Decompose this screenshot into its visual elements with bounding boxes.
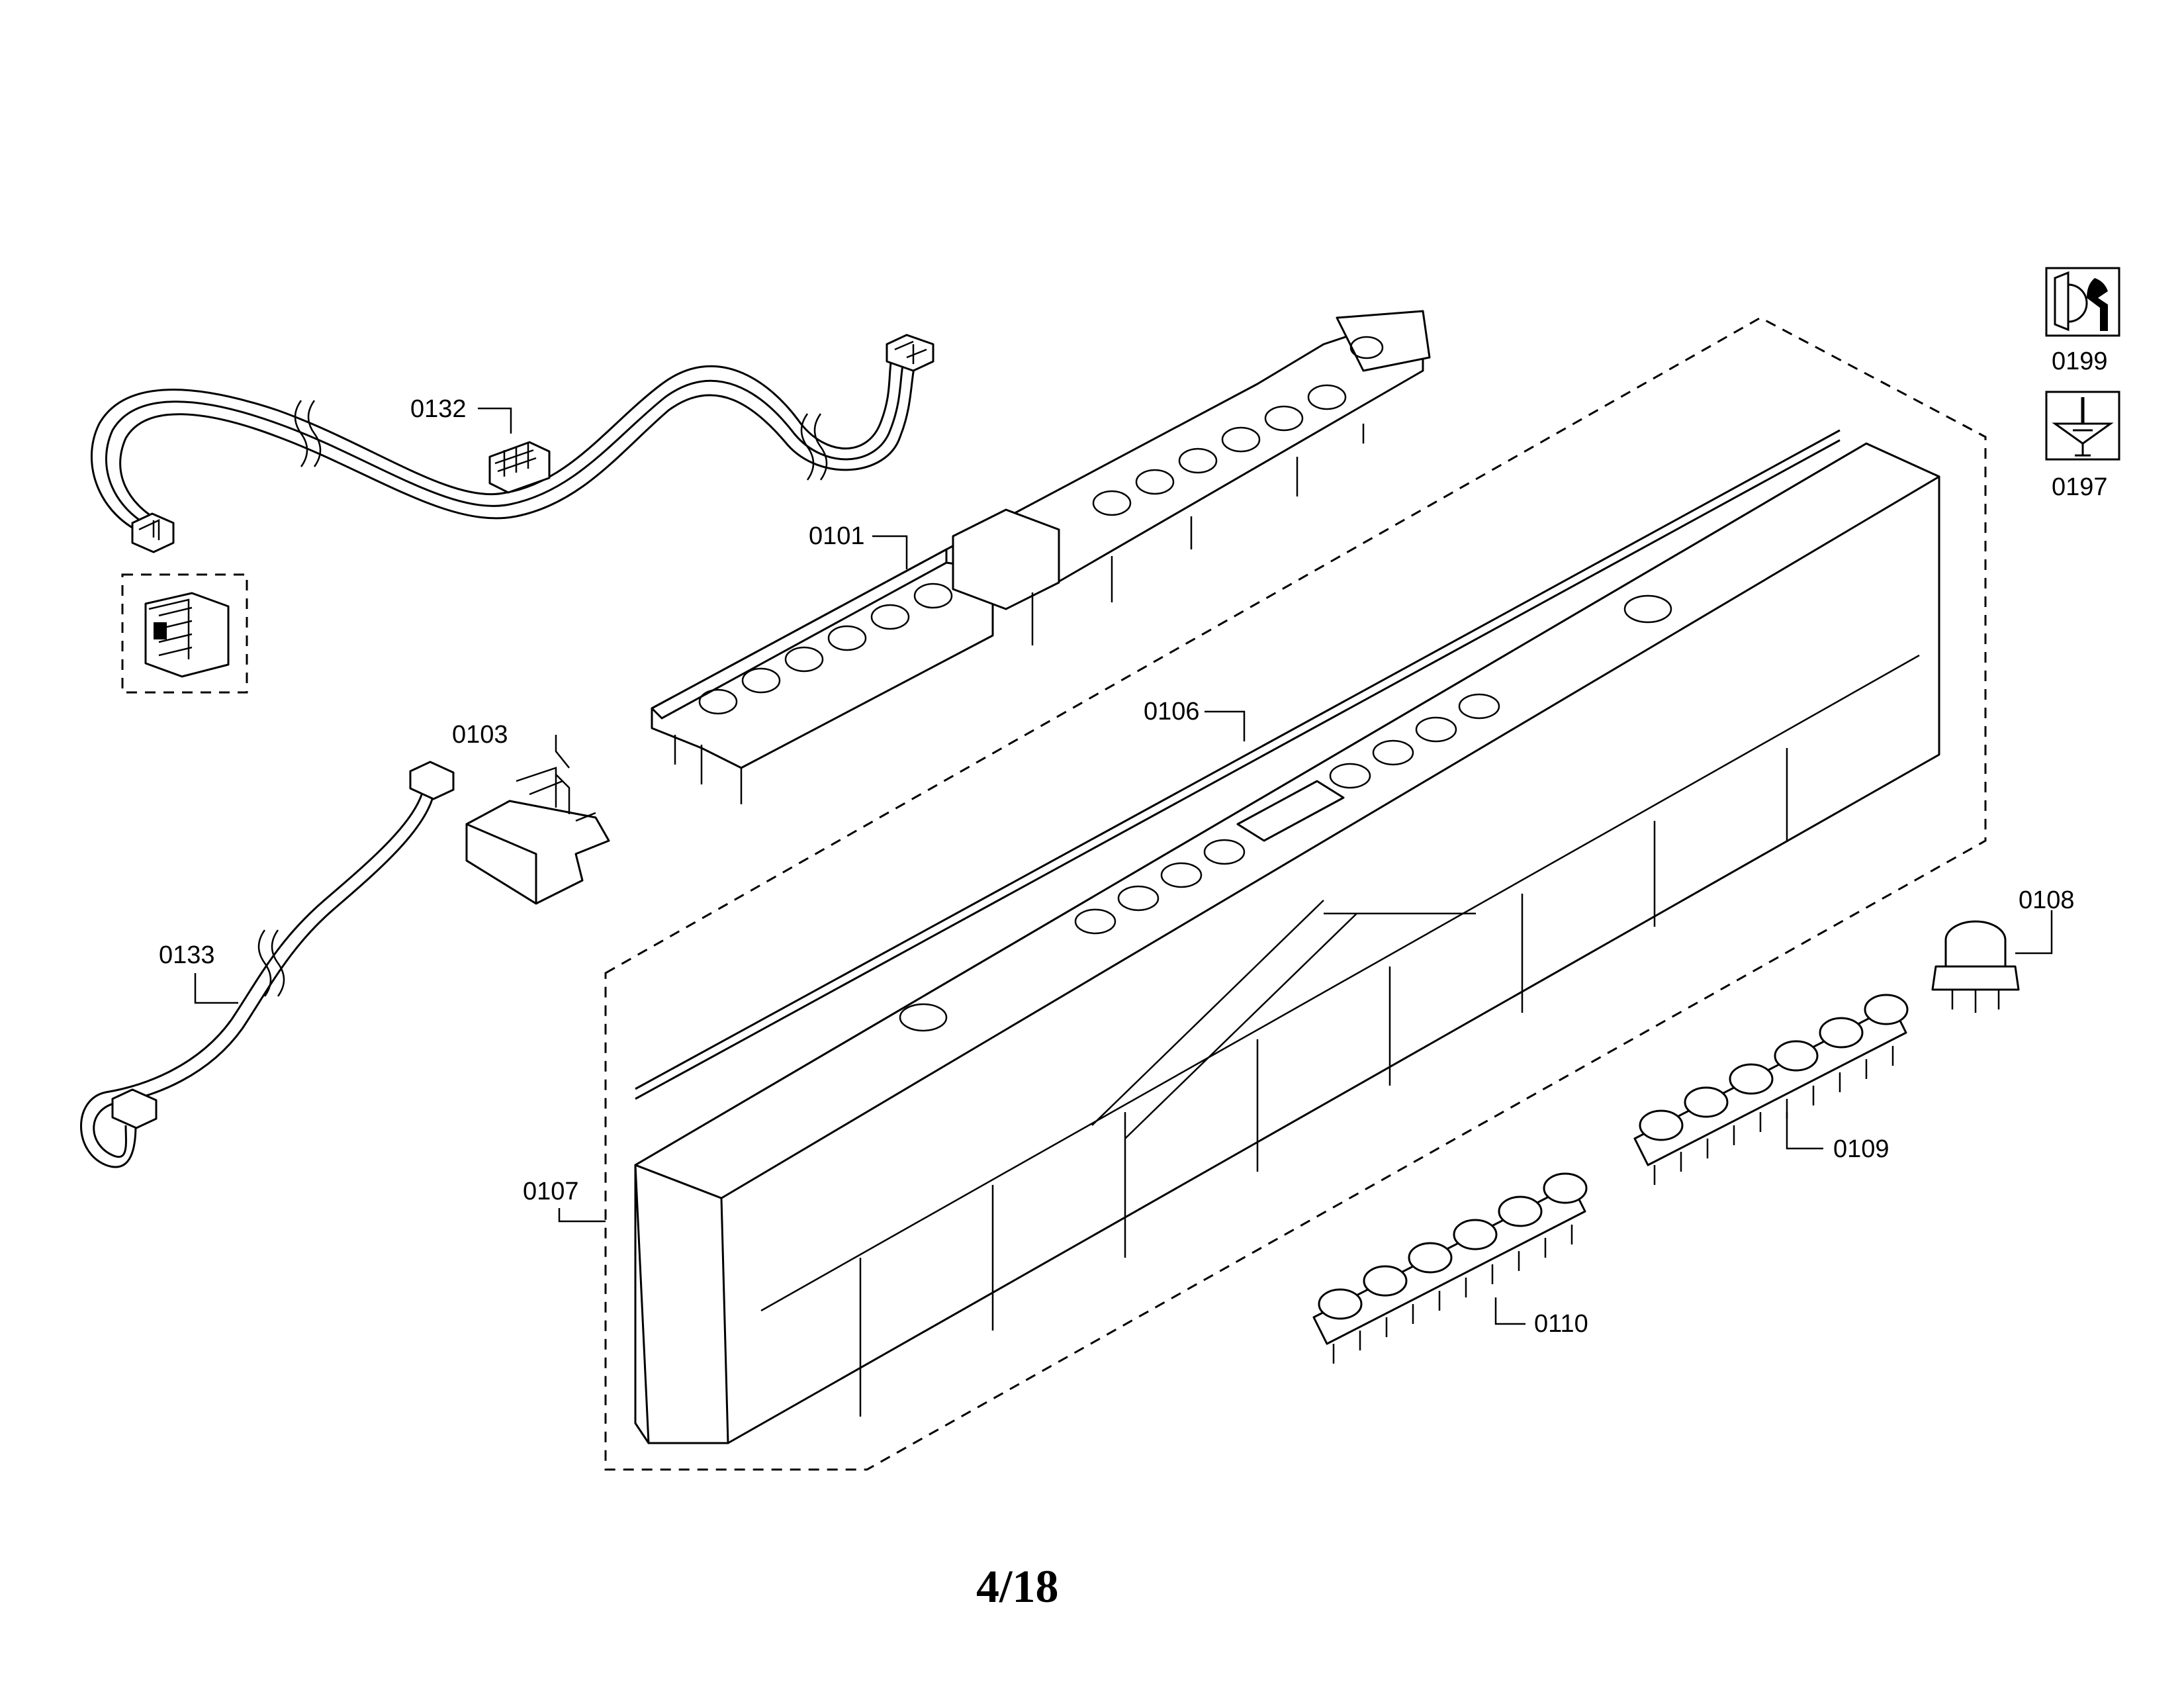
leader-lines <box>194 407 2053 1325</box>
button-strip-0109 <box>1633 994 1909 1185</box>
wire-harness-0132 <box>90 334 934 553</box>
control-module-0101 <box>651 310 1431 804</box>
label-0133: 0133 <box>159 941 215 969</box>
button-0108 <box>1931 920 2020 1013</box>
label-0132: 0132 <box>410 395 467 423</box>
label-0109: 0109 <box>1833 1135 1889 1163</box>
button-strip-0110 <box>1312 1172 1588 1364</box>
label-0103: 0103 <box>452 721 508 749</box>
label-0107: 0107 <box>523 1178 579 1205</box>
label-0199: 0199 <box>2052 348 2108 375</box>
wire-0133 <box>80 761 455 1168</box>
label-0197: 0197 <box>2052 473 2108 501</box>
screwdriver-screw-icon <box>2045 391 2120 461</box>
page-number: 4/18 <box>976 1562 1058 1613</box>
console-frame-0106 <box>634 429 1940 1444</box>
dashed-assembly-outline-0107 <box>604 316 1987 1471</box>
label-0106: 0106 <box>1144 698 1200 726</box>
nut-wrench-icon <box>2045 267 2120 337</box>
switch-0103 <box>465 767 610 905</box>
label-0101: 0101 <box>809 522 865 550</box>
label-0108: 0108 <box>2019 886 2075 914</box>
connector-detail-inset <box>121 573 248 694</box>
label-0110: 0110 <box>1534 1310 1588 1338</box>
